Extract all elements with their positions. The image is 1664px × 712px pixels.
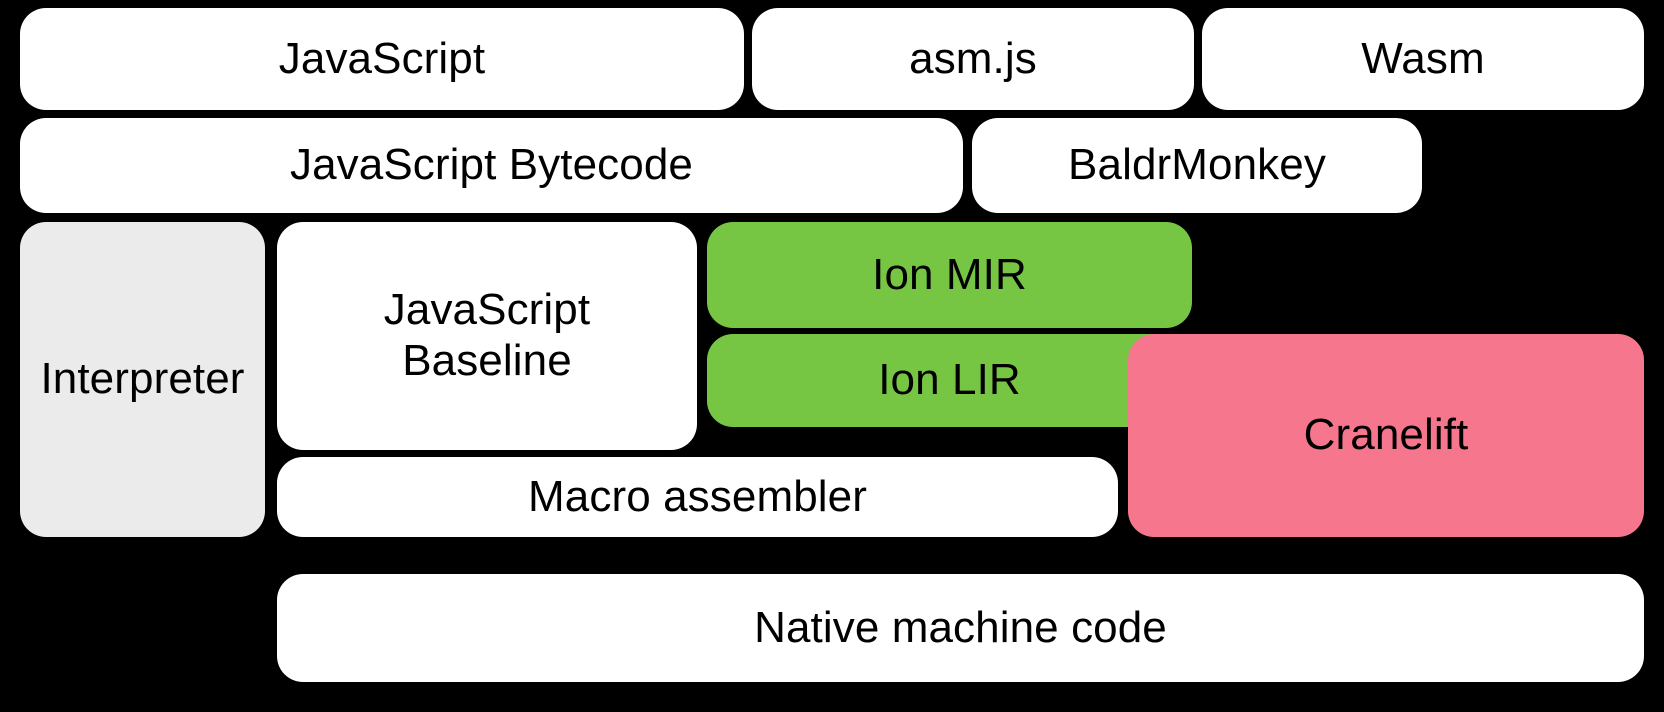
node-label: Interpreter xyxy=(40,354,245,404)
node-label: asm.js xyxy=(909,33,1037,83)
node-macro-assembler[interactable]: Macro assembler xyxy=(277,457,1118,537)
node-label: BaldrMonkey xyxy=(1068,140,1326,190)
node-wasm[interactable]: Wasm xyxy=(1202,8,1644,110)
node-ion-mir[interactable]: Ion MIR xyxy=(707,222,1192,328)
node-javascript-bytecode[interactable]: JavaScript Bytecode xyxy=(20,118,963,213)
node-label: Ion MIR xyxy=(872,249,1027,299)
node-label: Wasm xyxy=(1361,33,1485,83)
node-ion-lir[interactable]: Ion LIR xyxy=(707,334,1192,427)
node-label: Cranelift xyxy=(1303,410,1469,460)
node-label: JavaScript Baseline xyxy=(383,285,591,385)
node-label: JavaScript Bytecode xyxy=(290,140,693,190)
node-interpreter[interactable]: Interpreter xyxy=(20,222,265,537)
node-label: Native machine code xyxy=(754,602,1167,652)
node-javascript[interactable]: JavaScript xyxy=(20,8,744,110)
node-native-machine-code[interactable]: Native machine code xyxy=(277,574,1644,682)
node-cranelift[interactable]: Cranelift xyxy=(1128,334,1644,537)
node-label: Macro assembler xyxy=(528,471,867,521)
node-label: JavaScript xyxy=(278,33,486,83)
node-asm-js[interactable]: asm.js xyxy=(752,8,1194,110)
node-baldrmonkey[interactable]: BaldrMonkey xyxy=(972,118,1422,213)
node-javascript-baseline[interactable]: JavaScript Baseline xyxy=(277,222,697,450)
node-label: Ion LIR xyxy=(878,355,1021,405)
